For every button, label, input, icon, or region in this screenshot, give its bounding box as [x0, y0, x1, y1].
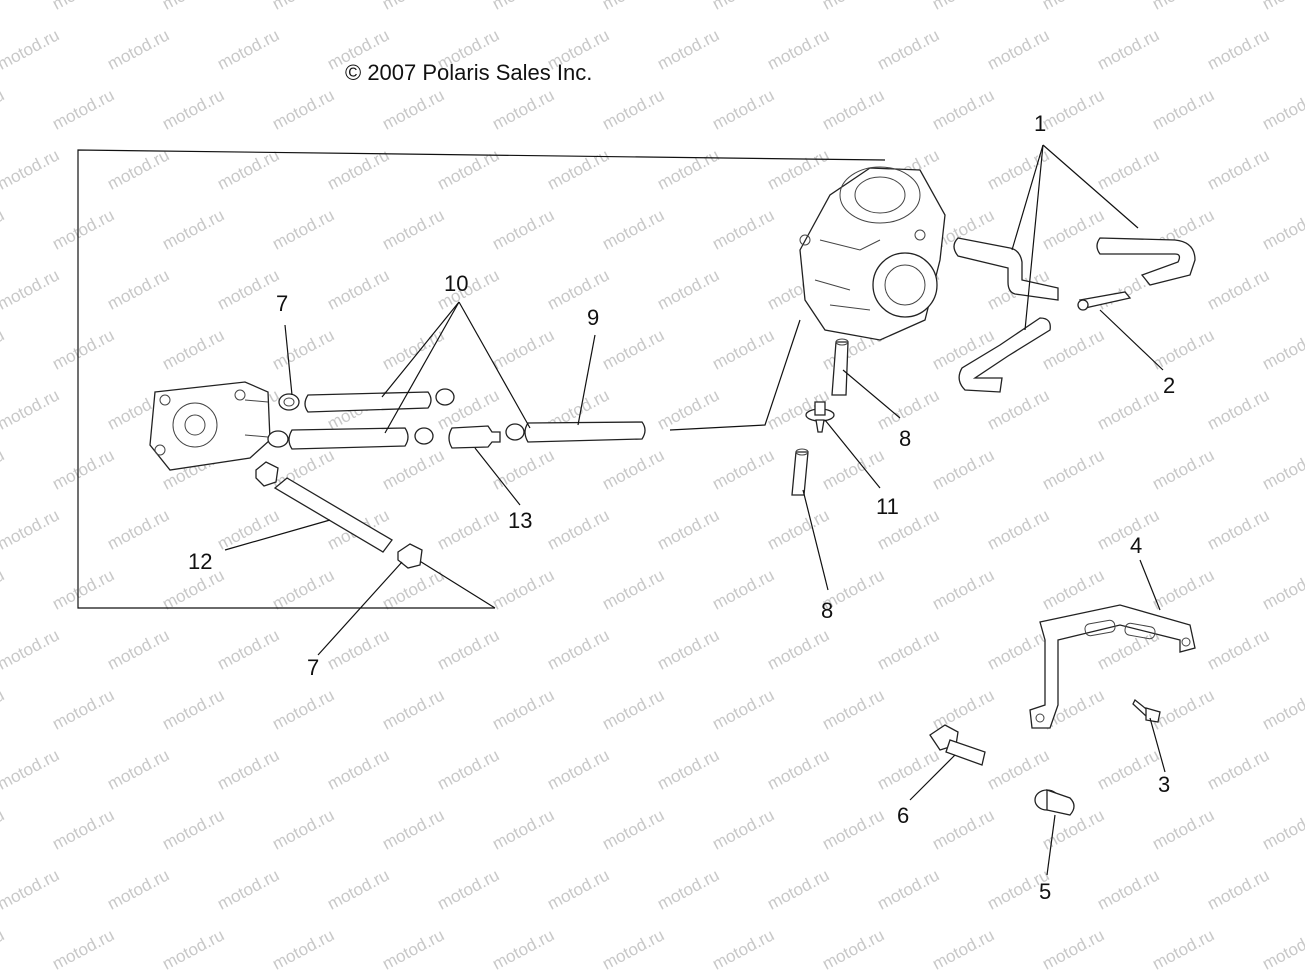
callout-12: 12 [188, 549, 213, 574]
valve-11 [805, 401, 835, 433]
copyright-notice: © 2007 Polaris Sales Inc. [345, 60, 593, 85]
clamp-7-bottom-left [255, 461, 279, 487]
clamp-left-lower [267, 430, 289, 448]
hose-12 [273, 477, 393, 553]
frame-outline [77, 149, 886, 609]
clamp-7-bottom-right [397, 543, 423, 569]
bolt-6 [929, 724, 986, 766]
callout-3: 3 [1158, 772, 1171, 797]
hose-9 [524, 421, 646, 443]
callout-8-upper: 8 [899, 426, 912, 451]
callout-4: 4 [1130, 533, 1143, 558]
callout-9: 9 [587, 305, 600, 330]
leader-7b-frame [409, 554, 496, 609]
fitting-2 [1077, 291, 1132, 311]
hose-10-upper [304, 391, 432, 413]
tube-8-upper [831, 338, 849, 396]
bracket-4 [1029, 604, 1196, 729]
clamp-mid-3 [505, 423, 525, 441]
callout-2: 2 [1163, 373, 1176, 398]
callout-11: 11 [876, 494, 899, 519]
callout-7-top: 7 [276, 291, 289, 316]
clamp-7-top [278, 393, 300, 411]
tube-8-lower [791, 448, 809, 496]
carburetor [799, 166, 946, 341]
callout-5: 5 [1039, 879, 1052, 904]
callout-7-bottom: 7 [307, 655, 320, 680]
clamp-mid-2 [414, 427, 434, 445]
fuel-filter-13 [448, 425, 501, 449]
callout-8-lower: 8 [821, 598, 834, 623]
leader-lines [224, 144, 1166, 876]
callout-6: 6 [897, 803, 910, 828]
callout-13: 13 [508, 508, 533, 533]
screw-3 [1132, 698, 1161, 723]
vent-hoses-1 [953, 237, 1196, 393]
callout-10: 10 [444, 271, 469, 296]
hose-10-lower [288, 427, 409, 450]
callout-1: 1 [1034, 111, 1047, 136]
clamp-mid-1 [435, 388, 455, 406]
bushing-5 [1034, 789, 1075, 816]
fuel-pump [149, 381, 271, 471]
